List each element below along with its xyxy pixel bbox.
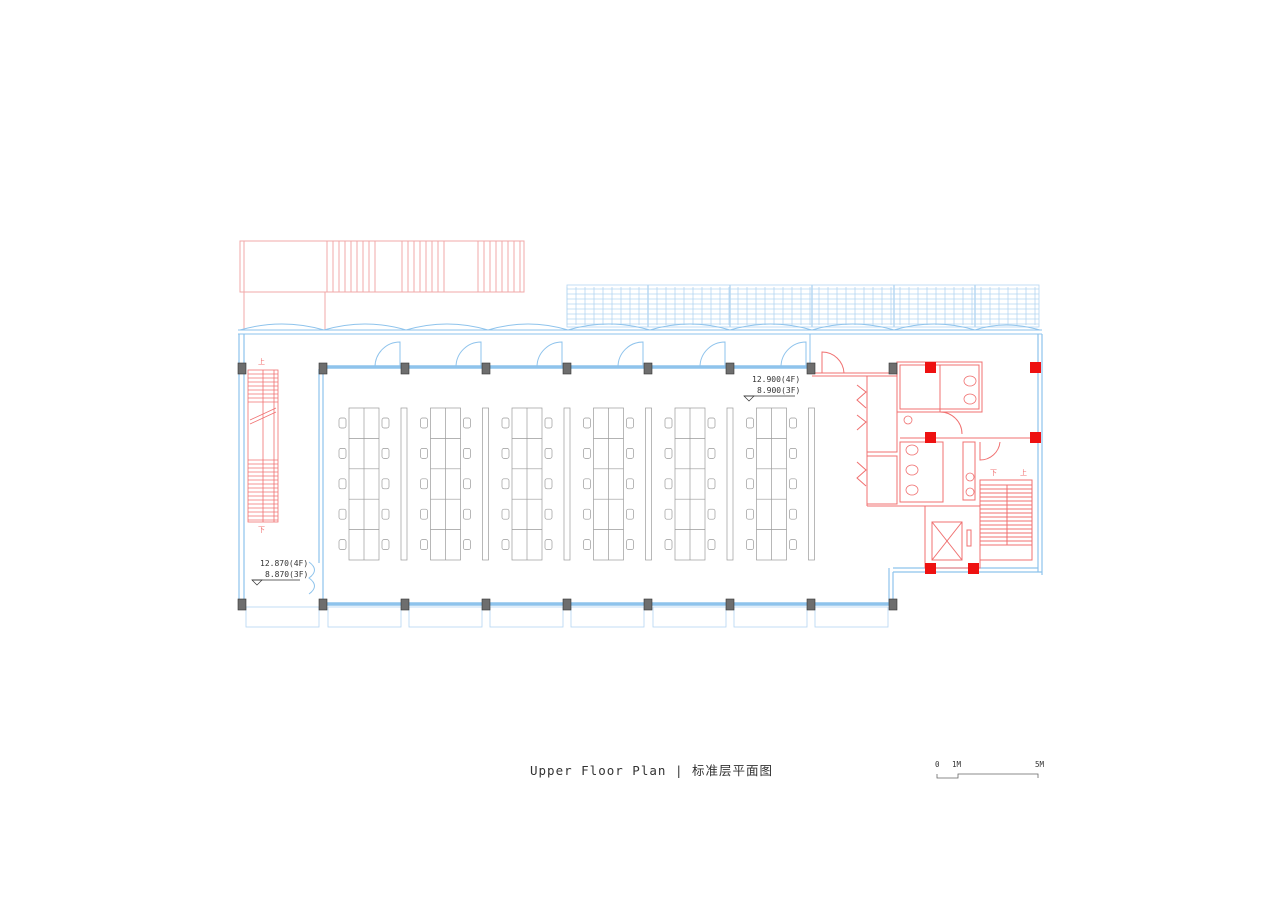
east-stair-down-label: 下 bbox=[990, 469, 997, 477]
office-desks bbox=[338, 407, 815, 561]
core-columns bbox=[925, 362, 1041, 574]
level-mark-east-3f: 8.900(3F) bbox=[757, 386, 801, 395]
corridor-wall-north bbox=[323, 365, 893, 606]
west-stair bbox=[247, 369, 279, 523]
scale-bar: 0 1M 5M bbox=[932, 760, 1052, 784]
toilet-fixtures bbox=[903, 375, 977, 497]
title-separator: | bbox=[674, 763, 684, 778]
west-stair-down-label: 下 bbox=[258, 526, 265, 534]
level-mark-west-3f: 8.870(3F) bbox=[265, 570, 309, 579]
scale-label-0: 0 bbox=[935, 760, 940, 769]
drawing-title: Upper Floor Plan | 标准层平面图 bbox=[530, 760, 773, 779]
south-glazing bbox=[245, 606, 889, 628]
level-mark-west-4f: 12.870(4F) bbox=[260, 559, 309, 568]
scale-bar-line bbox=[936, 773, 1039, 779]
scale-label-1m: 1M bbox=[952, 760, 962, 769]
drawing-title-cn: 标准层平面图 bbox=[692, 763, 774, 778]
building-walls bbox=[238, 334, 1043, 605]
exterior-stair bbox=[239, 240, 525, 330]
drawing-title-en: Upper Floor Plan bbox=[530, 763, 667, 778]
scale-label-5m: 5M bbox=[1035, 760, 1045, 769]
west-stair-up-label: 上 bbox=[258, 358, 265, 366]
level-mark-east-4f: 12.900(4F) bbox=[752, 375, 801, 384]
east-stair-up-label: 上 bbox=[1020, 469, 1027, 477]
north-facade bbox=[238, 323, 1042, 335]
corridor-doors bbox=[308, 334, 811, 595]
level-marker-symbols bbox=[251, 395, 795, 586]
structural-columns bbox=[237, 362, 898, 611]
curtain-wall-canopy bbox=[566, 284, 1040, 328]
service-core bbox=[812, 351, 1038, 569]
